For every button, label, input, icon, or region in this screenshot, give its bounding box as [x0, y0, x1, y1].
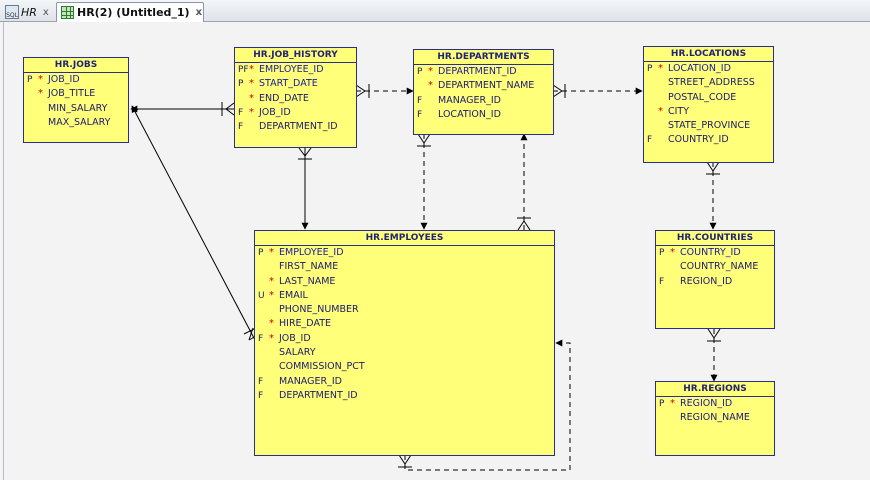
entity-columns: PF*EMPLOYEE_ID P*START_DATE *END_DATE F*… — [235, 63, 356, 134]
column-row[interactable]: COUNTRY_NAME — [680, 261, 759, 273]
entity-title: HR.JOBS — [24, 58, 128, 73]
data-model-icon — [61, 6, 74, 19]
column-row[interactable]: P*START_DATE — [238, 78, 318, 90]
column-row[interactable]: PF*EMPLOYEE_ID — [238, 64, 324, 75]
column-row[interactable]: F*JOB_ID — [238, 106, 291, 118]
column-row[interactable]: SALARY — [279, 347, 316, 359]
column-row[interactable]: P*JOB_ID — [27, 74, 80, 85]
column-row[interactable]: P*LOCATION_ID — [647, 63, 731, 74]
entity-columns: P*REGION_ID REGION_NAME — [656, 397, 774, 426]
entity-title: HR.REGIONS — [656, 382, 774, 397]
column-row[interactable]: *HIRE_DATE — [269, 318, 332, 330]
column-row[interactable]: F*JOB_ID — [258, 332, 311, 344]
close-icon[interactable]: x — [195, 7, 203, 18]
column-row[interactable]: FIRST_NAME — [279, 261, 339, 273]
column-row[interactable]: PHONE_NUMBER — [279, 304, 359, 316]
entity-title: HR.COUNTRIES — [656, 231, 774, 246]
column-row[interactable]: COMMISSION_PCT — [279, 361, 365, 373]
column-row[interactable]: *END_DATE — [249, 92, 309, 104]
entity-hr-departments[interactable]: HR.DEPARTMENTS P*DEPARTMENT_ID *DEPARTME… — [413, 49, 554, 135]
entity-title: HR.LOCATIONS — [644, 47, 773, 62]
entity-columns: P*EMPLOYEE_ID FIRST_NAME *LAST_NAME U*EM… — [255, 246, 554, 403]
rel-departments-manager[interactable] — [517, 133, 531, 231]
column-row[interactable]: U*EMAIL — [258, 289, 308, 301]
column-row[interactable]: STREET_ADDRESS — [668, 77, 755, 89]
rel-locations-countries[interactable] — [706, 161, 720, 230]
canvas-border — [3, 22, 4, 480]
tab-hr[interactable]: SQL HR x — [2, 2, 54, 22]
rel-job-history-jobs[interactable] — [130, 102, 235, 116]
entity-hr-jobs[interactable]: HR.JOBS P*JOB_ID *JOB_TITLE MIN_SALARY M… — [23, 57, 129, 143]
entity-hr-regions[interactable]: HR.REGIONS P*REGION_ID REGION_NAME — [655, 381, 775, 456]
rel-departments-locations[interactable] — [552, 84, 643, 98]
relationship-lines — [130, 84, 721, 471]
entity-columns: P*JOB_ID *JOB_TITLE MIN_SALARY MAX_SALAR… — [24, 73, 128, 130]
tab-hr2-untitled[interactable]: HR(2) (Untitled_1) x — [56, 2, 204, 22]
tab-label: HR(2) (Untitled_1) — [77, 6, 190, 19]
rel-job-history-departments[interactable] — [355, 84, 414, 98]
tab-label: HR — [21, 5, 37, 19]
column-row[interactable]: P*DEPARTMENT_ID — [417, 66, 517, 77]
entity-hr-locations[interactable]: HR.LOCATIONS P*LOCATION_ID STREET_ADDRES… — [643, 46, 774, 163]
column-row[interactable]: P*EMPLOYEE_ID — [258, 247, 344, 258]
column-row[interactable]: P*COUNTRY_ID — [659, 247, 741, 258]
diagram-canvas[interactable]: HR.JOBS P*JOB_ID *JOB_TITLE MIN_SALARY M… — [0, 22, 870, 480]
entity-title: HR.JOB_HISTORY — [235, 48, 356, 63]
entity-hr-countries[interactable]: HR.COUNTRIES P*COUNTRY_ID COUNTRY_NAME F… — [655, 230, 775, 329]
column-row[interactable]: MIN_SALARY — [48, 102, 108, 114]
entity-hr-employees[interactable]: HR.EMPLOYEES P*EMPLOYEE_ID FIRST_NAME *L… — [254, 230, 555, 456]
column-row[interactable]: *JOB_TITLE — [38, 88, 96, 100]
entity-title: HR.EMPLOYEES — [255, 231, 554, 246]
column-row[interactable]: STATE_PROVINCE — [668, 120, 751, 132]
rel-countries-regions[interactable] — [707, 328, 721, 382]
editor-tab-bar: SQL HR x HR(2) (Untitled_1) x — [0, 0, 870, 22]
entity-title: HR.DEPARTMENTS — [414, 50, 553, 65]
column-row[interactable]: *DEPARTMENT_NAME — [428, 80, 535, 92]
column-row[interactable]: POSTAL_CODE — [668, 91, 737, 103]
column-row[interactable]: *LAST_NAME — [269, 275, 336, 287]
column-row[interactable]: REGION_NAME — [680, 412, 750, 424]
rel-job-history-employees[interactable] — [298, 147, 312, 230]
close-icon[interactable]: x — [42, 6, 49, 18]
entity-hr-job-history[interactable]: HR.JOB_HISTORY PF*EMPLOYEE_ID P*START_DA… — [234, 47, 357, 148]
rel-employees-self-manager[interactable] — [398, 339, 571, 471]
entity-columns: P*LOCATION_ID STREET_ADDRESS POSTAL_CODE… — [644, 62, 773, 148]
column-row[interactable]: MAX_SALARY — [48, 116, 111, 128]
sql-worksheet-icon: SQL — [5, 5, 19, 19]
rel-employees-departments[interactable] — [417, 133, 431, 230]
column-row[interactable]: P*REGION_ID — [659, 398, 733, 409]
column-row[interactable]: *CITY — [658, 105, 690, 117]
